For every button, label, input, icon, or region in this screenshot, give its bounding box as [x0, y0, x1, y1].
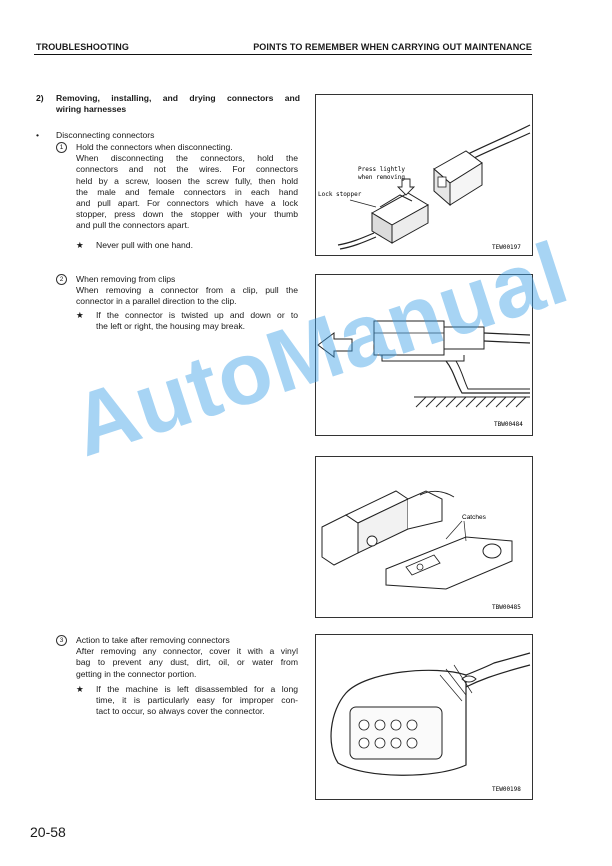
step3-line: After removing any connector, cover it w… — [76, 646, 298, 657]
figure-code: TBW00485 — [492, 604, 521, 611]
step1-line: held by a screw, loosen the screw fully,… — [76, 175, 298, 186]
step2-line: connector in a parallel direction to the… — [76, 296, 237, 307]
step1-line: When disconnecting the connectors, hold … — [76, 153, 298, 164]
step3-note-line: If the machine is left disassembled for … — [96, 684, 298, 694]
section-title: Removing, installing, and drying connect… — [56, 93, 300, 115]
figure-disconnect-connector: Press lightly when removing Lock stopper… — [315, 94, 533, 256]
step1-line: and pull the connectors apart. — [76, 220, 190, 231]
figure-catches-drawing: Catches TBW00485 — [321, 490, 521, 611]
step2-note: If the connector is twisted up and down … — [96, 310, 298, 332]
step1-body: Hold the connectors when disconnecting. … — [76, 142, 298, 232]
figure-code: TEW00198 — [492, 786, 521, 793]
section-title-line2: wiring harnesses — [56, 104, 127, 115]
step2-body: When removing from clips When removing a… — [76, 274, 298, 308]
step1-line: and pull apart. For connectors which hav… — [76, 198, 298, 209]
page-number: 20-58 — [30, 824, 66, 840]
step2-marker: 2 — [56, 274, 67, 285]
step1-line: connectors and not the wires. For connec… — [76, 164, 298, 175]
figure-cover-drawing: TEW00198 — [330, 652, 531, 793]
header-chapter-title: POINTS TO REMEMBER WHEN CARRYING OUT MAI… — [253, 42, 532, 52]
figure-code: TEW00197 — [492, 244, 521, 251]
step2-note-line: the left or right, the housing may break… — [96, 321, 246, 332]
step3-note-line: time, it is particularly easy for improp… — [96, 695, 298, 706]
figure-label-catches: Catches — [462, 514, 487, 521]
step3-note-line: tact to occur, so always cover the conne… — [96, 706, 265, 717]
section-title-line1: Removing, installing, and drying connect… — [56, 93, 300, 103]
step1-line: Hold the connectors when disconnecting. — [76, 142, 233, 152]
figure-label-press-lightly: Press lightly — [358, 166, 405, 173]
header-divider — [34, 54, 532, 55]
step2-line: When removing from clips — [76, 274, 176, 284]
step3-body: Action to take after removing connectors… — [76, 635, 298, 680]
step3-line: bag to prevent any dust, dirt, oil, or w… — [76, 657, 298, 668]
figure-clip-drawing: TBW00484 — [317, 320, 531, 428]
bullet-marker: • — [36, 130, 40, 140]
step1-note: Never pull with one hand. — [96, 240, 193, 250]
step1-line: stopper, press down the stopper with you… — [76, 209, 298, 220]
step3-star: ★ — [76, 684, 84, 694]
header-section-title: TROUBLESHOOTING — [36, 42, 129, 52]
step2-note-line: If the connector is twisted up and down … — [96, 310, 298, 320]
step3-line: Action to take after removing connectors — [76, 635, 230, 645]
figure-disconnect-drawing: Press lightly when removing Lock stopper… — [318, 124, 531, 251]
step3-note: If the machine is left disassembled for … — [96, 684, 298, 718]
figure-remove-from-clip: TBW00484 — [315, 274, 533, 436]
step2-star: ★ — [76, 310, 84, 320]
step3-marker: 3 — [56, 635, 67, 646]
step1-line: the male and female connectors in each h… — [76, 186, 298, 197]
step1-marker: 1 — [56, 142, 67, 153]
figure-label-lock-stopper: Lock stopper — [318, 191, 362, 198]
step3-line: getting in the connector portion. — [76, 668, 197, 679]
section-number: 2) — [36, 93, 44, 103]
step1-star: ★ — [76, 240, 84, 250]
bullet-text: Disconnecting connectors — [56, 130, 155, 140]
step2-line: When removing a connector from a clip, p… — [76, 285, 298, 296]
figure-clip-catches: Catches TBW00485 — [315, 456, 533, 618]
figure-label-when-removing: when removing — [358, 174, 405, 181]
figure-cover-connector: TEW00198 — [315, 634, 533, 800]
figure-code: TBW00484 — [494, 421, 523, 428]
